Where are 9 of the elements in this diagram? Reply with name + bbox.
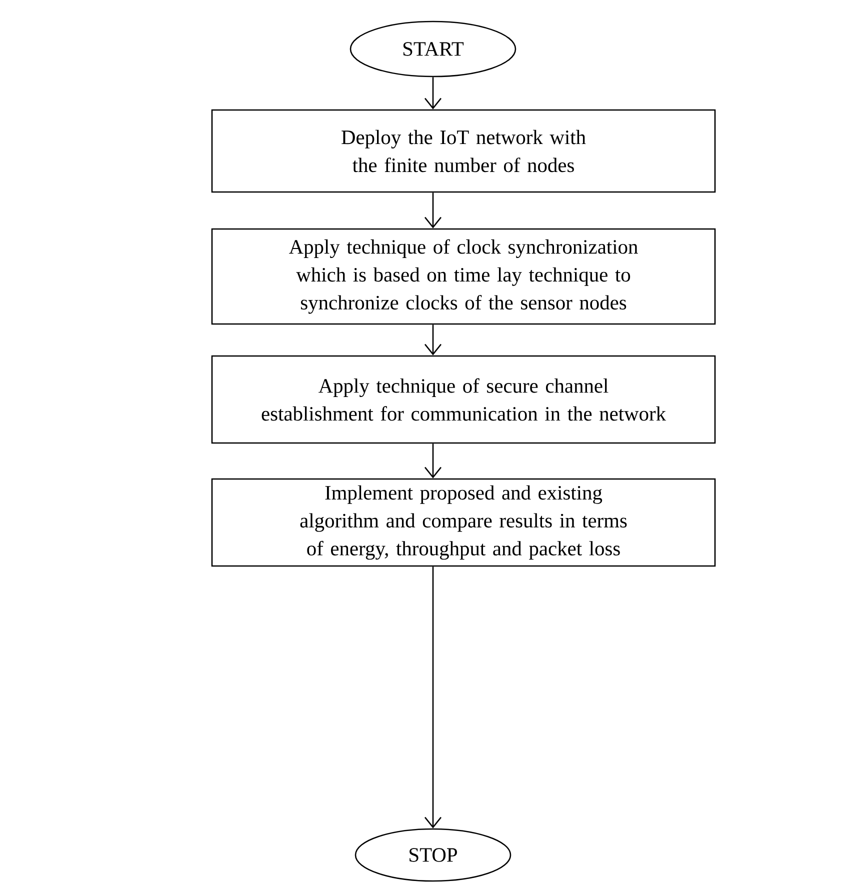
arrow — [424, 324, 442, 356]
process-box: Deploy the IoT network with the finite number of nodes — [211, 109, 716, 193]
process-box: Apply technique of clock synchronization which is based on time lay technique to synchronize clocks of the sensor nodes — [211, 228, 716, 325]
process-box: Implement proposed and existing algorithm and compare results in terms of energy, throughput and packet loss — [211, 478, 716, 567]
arrow — [424, 566, 442, 828]
arrow — [424, 444, 442, 478]
arrow — [424, 192, 442, 228]
process-box: Apply technique of secure channel establishment for communication in the network — [211, 355, 716, 444]
arrow — [424, 77, 442, 110]
